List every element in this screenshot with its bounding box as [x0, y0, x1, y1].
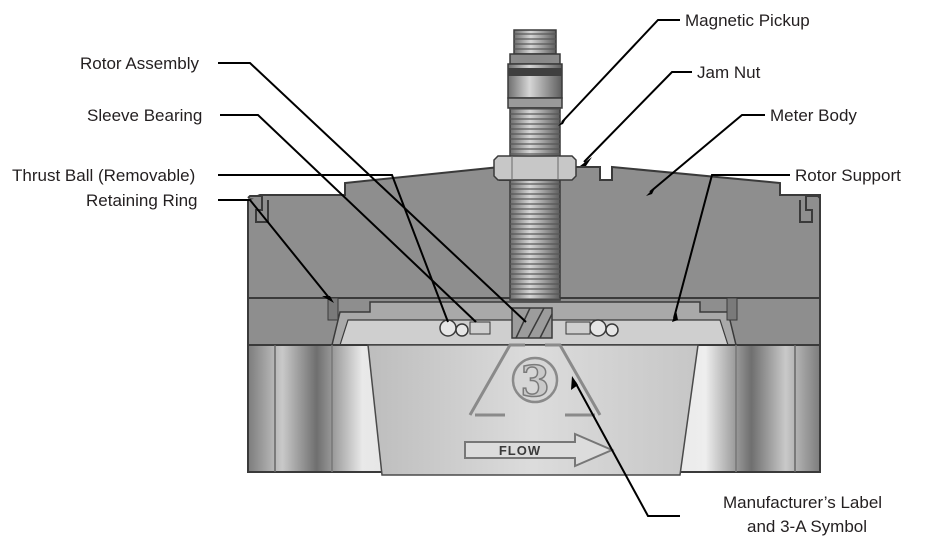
- symbol-numeral: 3: [520, 357, 549, 406]
- leader-manufacturer-label: [574, 381, 680, 517]
- label-rotor-support: Rotor Support: [795, 166, 901, 185]
- label-thrust-ball: Thrust Ball (Removable): [12, 166, 195, 185]
- leader-meter-body: [649, 114, 765, 193]
- meter-pipe: [247, 344, 821, 476]
- label-sleeve-bearing: Sleeve Bearing: [87, 106, 202, 125]
- labels: Magnetic Pickup Rotor Assembly Jam Nut S…: [12, 11, 901, 536]
- label-meter-body: Meter Body: [770, 106, 857, 125]
- rotor-assembly: [511, 307, 553, 339]
- leader-thrust-ball: [218, 174, 449, 323]
- label-manufacturer-line1: Manufacturer’s Label: [723, 493, 882, 512]
- label-manufacturer-line2: and 3-A Symbol: [747, 517, 867, 536]
- leader-sleeve-bearing: [220, 114, 477, 323]
- leader-rotor-assembly: [218, 62, 527, 323]
- jam-nut: [493, 155, 577, 181]
- flow-arrow: FLOW: [464, 432, 615, 468]
- flow-text: FLOW: [499, 443, 541, 458]
- leader-retaining-ring: [218, 199, 331, 300]
- leader-rotor-support: [673, 174, 790, 319]
- leader-magnetic-pickup: [561, 19, 680, 123]
- leader-lines: [218, 19, 790, 517]
- label-rotor-assembly: Rotor Assembly: [80, 54, 200, 73]
- label-jam-nut: Jam Nut: [697, 63, 761, 82]
- label-magnetic-pickup: Magnetic Pickup: [685, 11, 810, 30]
- thrust-ball-right: [565, 319, 619, 337]
- magnetic-pickup: [507, 29, 563, 301]
- leader-jam-nut: [583, 71, 692, 163]
- three-a-symbol: 3: [468, 343, 602, 417]
- label-retaining-ring: Retaining Ring: [86, 191, 198, 210]
- thrust-ball-left: [439, 319, 491, 337]
